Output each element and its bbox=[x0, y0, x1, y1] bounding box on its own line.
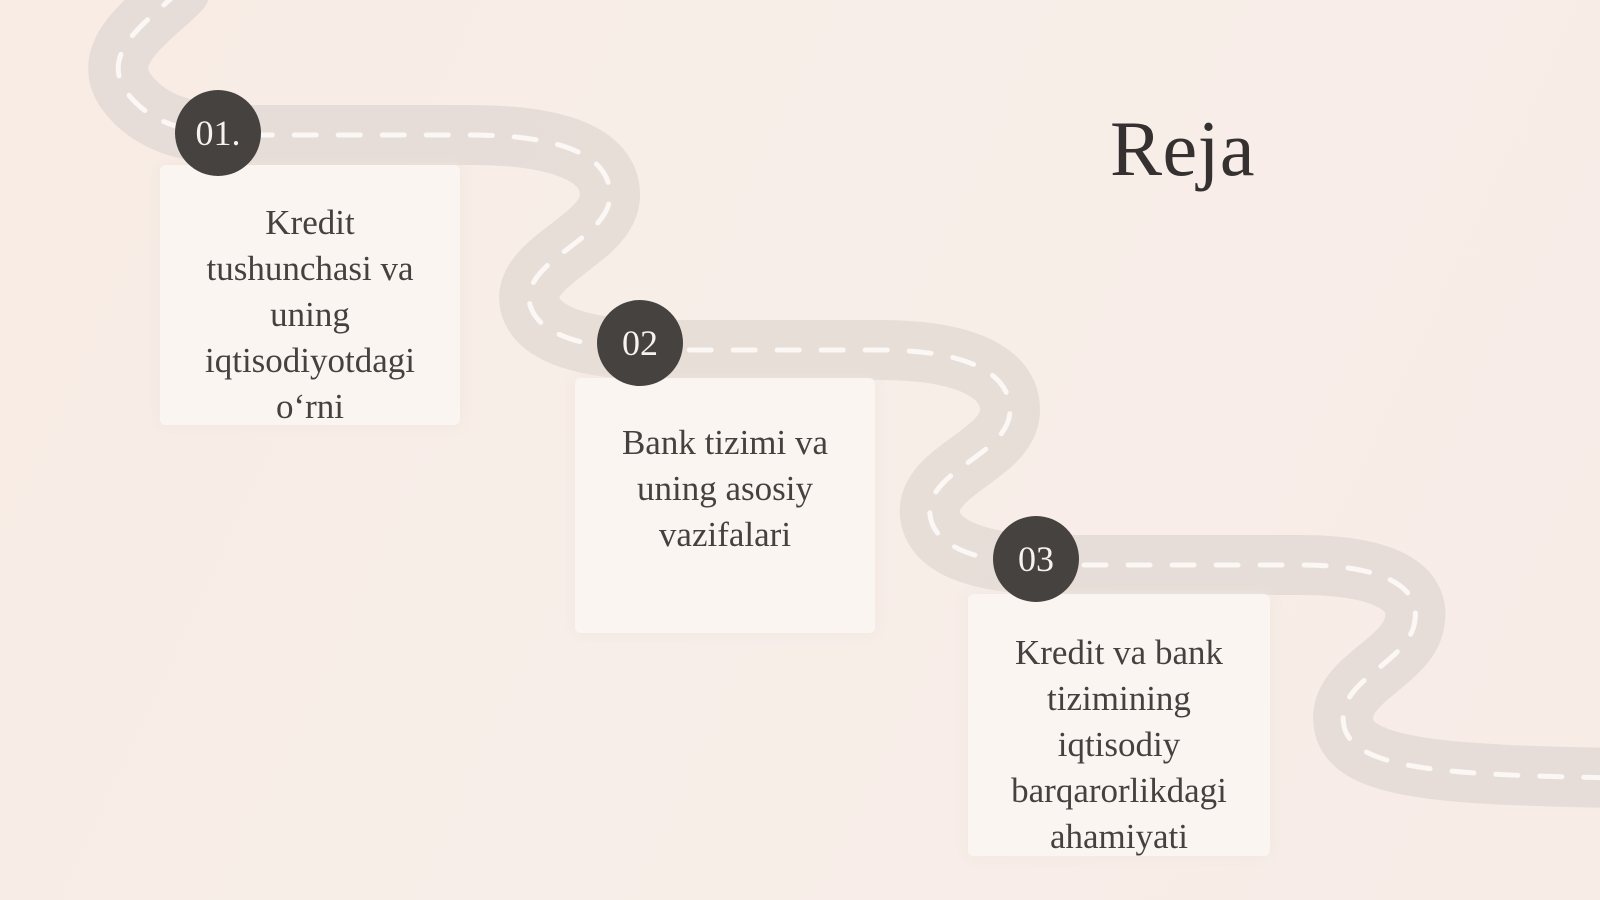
step-text-3: Kredit va bank tizimining iqtisodiy barq… bbox=[1011, 630, 1227, 860]
step-number-badge-1: 01. bbox=[175, 90, 261, 176]
step-1-line-4: iqtisodiyotdagi bbox=[205, 341, 415, 380]
step-2-line-3: vazifalari bbox=[658, 515, 792, 554]
step-card-3: Kredit va bank tizimining iqtisodiy barq… bbox=[968, 594, 1270, 856]
step-2-line-2: uning asosiy bbox=[637, 469, 813, 508]
step-3-line-3: iqtisodiy bbox=[1057, 725, 1181, 764]
step-3-line-2: tizimining bbox=[1047, 679, 1191, 718]
step-card-2: Bank tizimi va uning asosiy vazifalari bbox=[575, 378, 875, 633]
step-3-line-5: ahamiyati bbox=[1049, 817, 1188, 856]
step-text-1: Kredit tushunchasi va uning iqtisodiyotd… bbox=[205, 200, 415, 430]
step-number-badge-2: 02 bbox=[597, 300, 683, 386]
step-number-3: 03 bbox=[1018, 539, 1054, 579]
step-text-2: Bank tizimi va uning asosiy vazifalari bbox=[622, 420, 828, 558]
step-1-line-3: uning bbox=[270, 295, 350, 334]
step-3-line-1: Kredit va bank bbox=[1015, 633, 1223, 672]
step-number-badge-3: 03 bbox=[993, 516, 1079, 602]
step-card-1: Kredit tushunchasi va uning iqtisodiyotd… bbox=[160, 165, 460, 426]
step-number-2: 02 bbox=[622, 323, 658, 363]
step-1-line-2: tushunchasi va bbox=[206, 249, 414, 288]
step-2-line-1: Bank tizimi va bbox=[621, 423, 829, 462]
slide-title: Reja bbox=[1110, 105, 1255, 192]
step-3-line-4: barqarorlikdagi bbox=[1011, 771, 1227, 810]
step-1-line-5: o‘rni bbox=[275, 387, 345, 426]
step-1-line-1: Kredit bbox=[265, 203, 355, 242]
step-number-1: 01. bbox=[195, 113, 241, 153]
